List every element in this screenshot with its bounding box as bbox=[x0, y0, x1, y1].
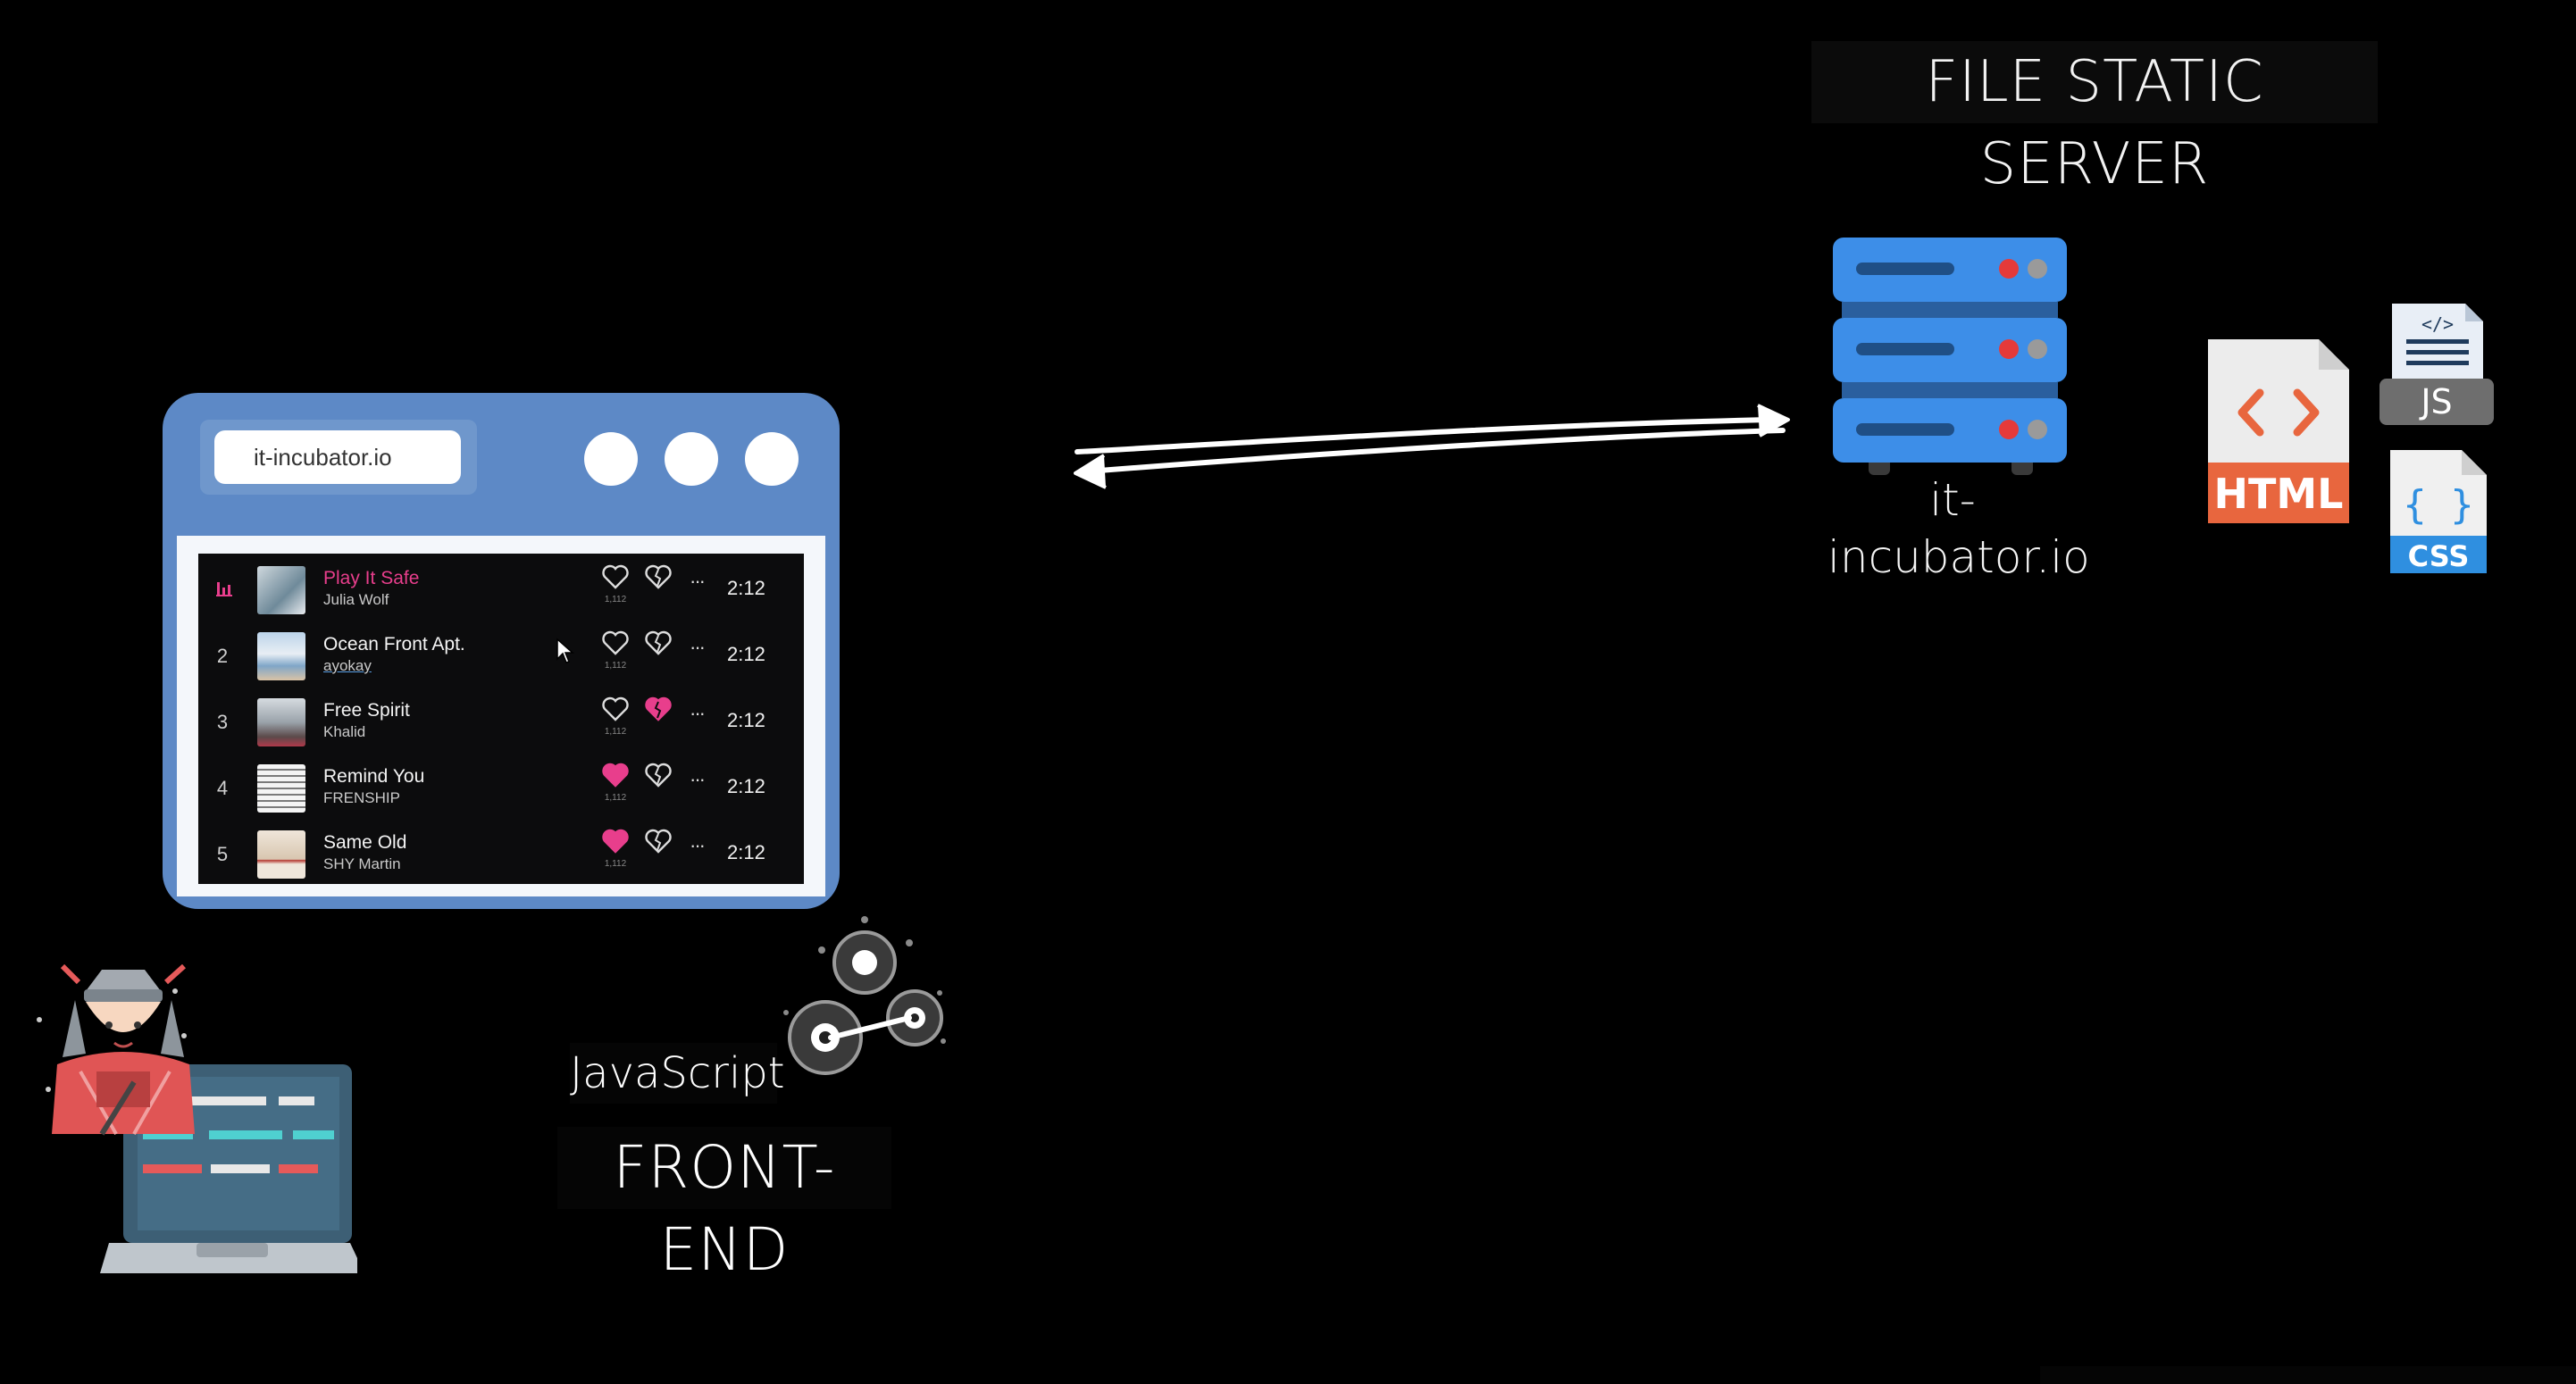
window-control-dot[interactable] bbox=[665, 432, 718, 486]
js-file-label: JS bbox=[2421, 382, 2453, 421]
status-led-icon bbox=[2028, 420, 2047, 439]
track-duration: 2:12 bbox=[727, 841, 765, 863]
css-file-icon: { } CSS bbox=[2390, 450, 2487, 573]
broken-heart-icon[interactable] bbox=[645, 630, 672, 655]
playlist-row[interactable]: 5 Same Old SHY Martin 1,112 ··· 2:12 bbox=[198, 821, 804, 887]
css-file-label: CSS bbox=[2407, 539, 2470, 573]
album-cover bbox=[257, 632, 305, 680]
playlist-row[interactable]: 3 Free Spirit Khalid 1,112 ··· 2:12 bbox=[198, 689, 804, 755]
playlist-row[interactable]: 4 Remind You FRENSHIP 1,112 ··· 2:12 bbox=[198, 755, 804, 821]
track-artist[interactable]: SHY Martin bbox=[323, 855, 401, 872]
status-led-icon bbox=[1999, 339, 2019, 359]
heart-count: 1,112 bbox=[604, 793, 627, 803]
track-duration: 2:12 bbox=[727, 775, 765, 797]
status-led-icon bbox=[1999, 420, 2019, 439]
mouse-cursor-icon bbox=[556, 638, 574, 663]
track-number: 5 bbox=[216, 843, 229, 865]
track-duration: 2:12 bbox=[727, 709, 765, 731]
status-led-icon bbox=[1999, 259, 2019, 279]
javascript-label: JavaScript bbox=[570, 1043, 785, 1104]
track-title[interactable]: Remind You bbox=[323, 766, 425, 787]
track-number: 4 bbox=[216, 777, 229, 799]
now-playing-icon bbox=[216, 582, 232, 596]
track-title[interactable]: Ocean Front Apt. bbox=[323, 634, 465, 654]
frontend-label: FRONT-END bbox=[557, 1127, 891, 1284]
heart-icon[interactable] bbox=[602, 564, 629, 589]
album-cover bbox=[257, 698, 305, 746]
svg-text:</>: </> bbox=[2421, 313, 2454, 335]
broken-heart-icon[interactable] bbox=[645, 696, 672, 721]
heart-count: 1,112 bbox=[604, 727, 627, 737]
track-artist[interactable]: Khalid bbox=[323, 723, 366, 740]
server-icon bbox=[1833, 238, 2074, 475]
more-options-icon[interactable]: ··· bbox=[690, 834, 706, 856]
html-file-icon: HTML bbox=[2208, 339, 2349, 523]
more-options-icon[interactable]: ··· bbox=[690, 570, 706, 592]
broken-heart-icon[interactable] bbox=[645, 564, 672, 589]
album-cover bbox=[257, 830, 305, 879]
html-file-label: HTML bbox=[2213, 470, 2344, 518]
developer-illustration bbox=[37, 964, 357, 1273]
track-artist[interactable]: Julia Wolf bbox=[323, 591, 389, 608]
playlist-row[interactable]: Play It Safe Julia Wolf 1,112 ··· 2:12 bbox=[198, 557, 804, 622]
heart-icon[interactable] bbox=[602, 829, 629, 854]
playlist: Play It Safe Julia Wolf 1,112 ··· 2:12 2… bbox=[198, 554, 804, 884]
bottom-bar bbox=[2040, 1366, 2576, 1384]
track-artist[interactable]: FRENSHIP bbox=[323, 789, 400, 806]
server-title: FILE STATIC SERVER bbox=[1811, 41, 2378, 197]
album-cover bbox=[257, 764, 305, 813]
track-duration: 2:12 bbox=[727, 643, 765, 665]
heart-count: 1,112 bbox=[604, 595, 627, 604]
broken-heart-icon[interactable] bbox=[645, 829, 672, 854]
status-led-icon bbox=[2028, 339, 2047, 359]
heart-count: 1,112 bbox=[604, 859, 627, 869]
track-title[interactable]: Free Spirit bbox=[323, 700, 410, 721]
request-response-arrows bbox=[1074, 404, 1790, 489]
status-led-icon bbox=[2028, 259, 2047, 279]
more-options-icon[interactable]: ··· bbox=[690, 768, 706, 790]
more-options-icon[interactable]: ··· bbox=[690, 636, 706, 658]
gears-icon bbox=[783, 916, 946, 1075]
track-artist[interactable]: ayokay bbox=[323, 657, 372, 674]
track-title[interactable]: Same Old bbox=[323, 832, 407, 853]
heart-icon[interactable] bbox=[602, 763, 629, 788]
js-file-icon: </> JS bbox=[2379, 304, 2494, 425]
track-title[interactable]: Play It Safe bbox=[323, 568, 420, 588]
track-number: 3 bbox=[216, 711, 229, 733]
heart-icon[interactable] bbox=[602, 630, 629, 655]
url-bar[interactable]: it-incubator.io bbox=[214, 430, 461, 484]
heart-icon[interactable] bbox=[602, 696, 629, 721]
more-options-icon[interactable]: ··· bbox=[690, 702, 706, 724]
broken-heart-icon[interactable] bbox=[645, 763, 672, 788]
server-caption: it-incubator.io bbox=[1827, 474, 2090, 583]
album-cover bbox=[257, 566, 305, 614]
svg-text:{ }: { } bbox=[2403, 482, 2473, 528]
window-control-dot[interactable] bbox=[584, 432, 638, 486]
window-control-dot[interactable] bbox=[745, 432, 799, 486]
playlist-row[interactable]: 2 Ocean Front Apt. ayokay 1,112 ··· 2:12 bbox=[198, 623, 804, 688]
heart-count: 1,112 bbox=[604, 661, 627, 671]
track-duration: 2:12 bbox=[727, 577, 765, 599]
track-number: 2 bbox=[216, 645, 229, 667]
